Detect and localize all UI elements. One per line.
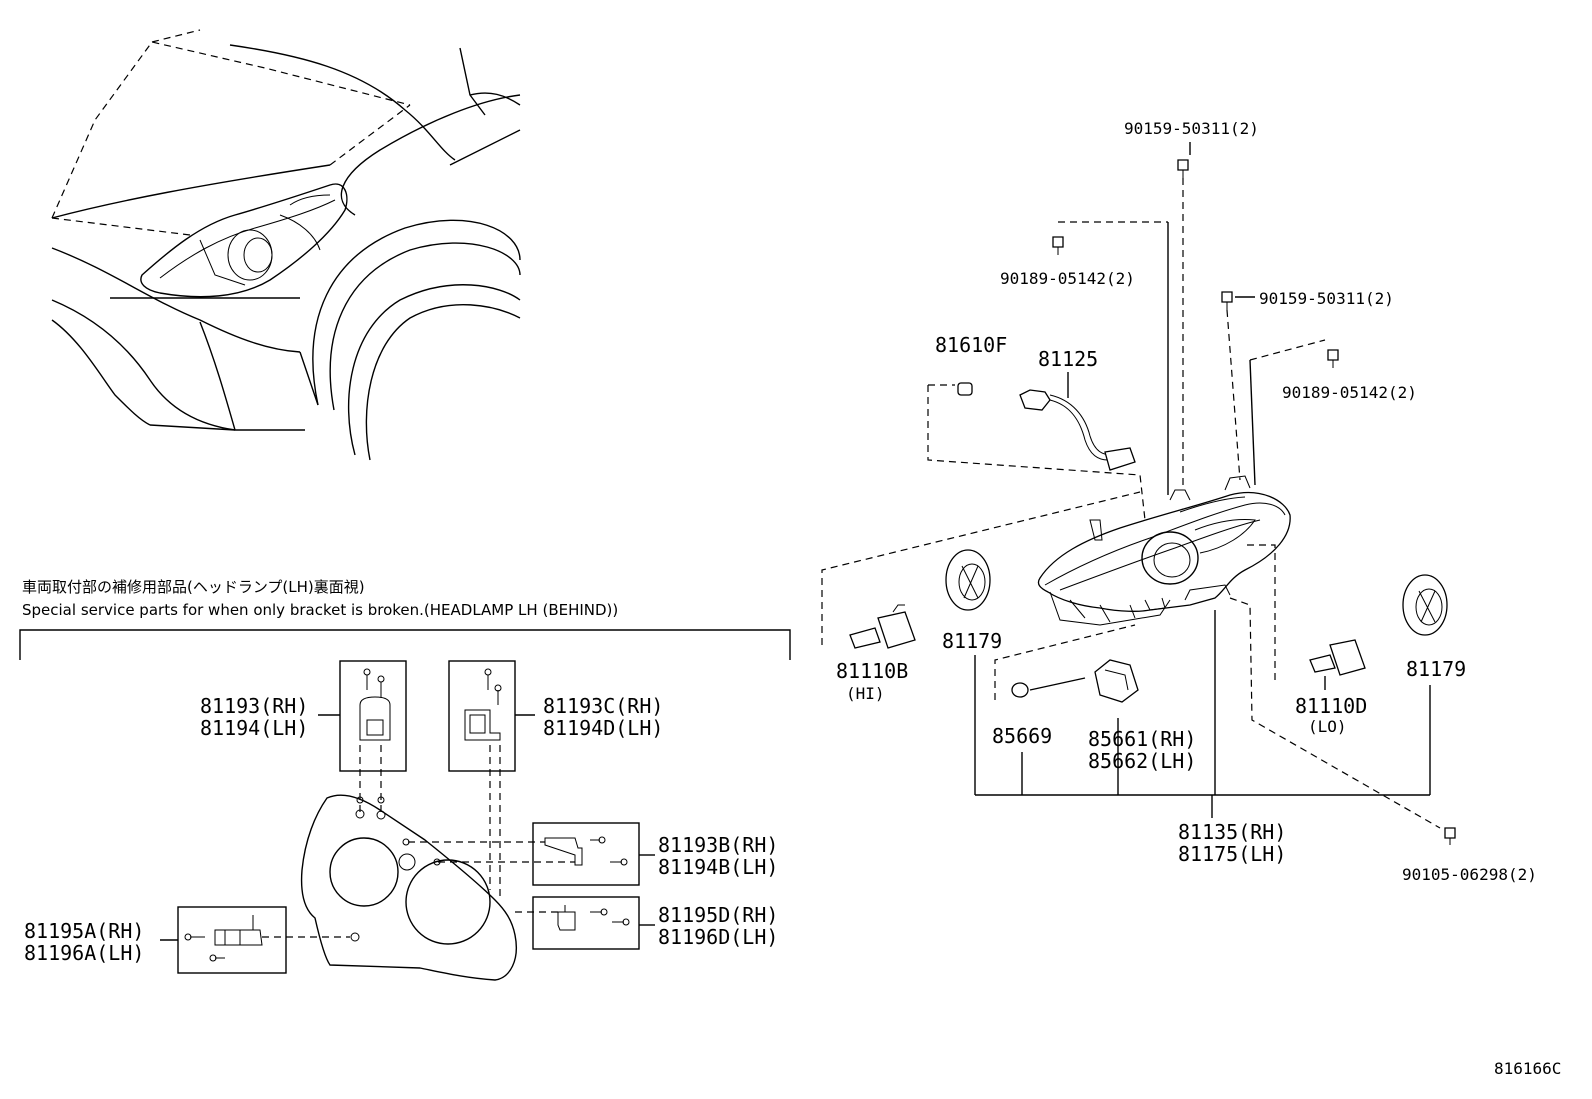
label-90159-50311-mid: 90159-50311(2) <box>1259 289 1394 308</box>
note-japanese: 車両取付部の補修用部品(ヘッドランプ(LH)裏面視) <box>22 578 365 596</box>
part-85661 <box>1094 659 1139 795</box>
label-90189-05142-mid: 90189-05142(2) <box>1282 383 1417 402</box>
label-81194: 81194(LH) <box>200 716 309 740</box>
label-81196A: 81196A(LH) <box>24 941 145 965</box>
label-81193C: 81193C(RH) <box>543 694 664 718</box>
label-81135: 81135(RH) <box>1178 820 1287 844</box>
label-81195A: 81195A(RH) <box>24 919 145 943</box>
part-81610F <box>927 382 1146 521</box>
label-81193: 81193(RH) <box>200 694 309 718</box>
bolt-90189-top <box>1052 236 1064 255</box>
label-81194B: 81194B(LH) <box>658 855 779 879</box>
bracket-81193 <box>318 660 407 820</box>
label-81110D: 81110D <box>1295 694 1368 718</box>
label-81196D: 81196D(LH) <box>658 925 779 949</box>
label-81610F: 81610F <box>935 333 1008 357</box>
bolt-90105 <box>1444 827 1456 845</box>
part-81179-left <box>945 549 991 795</box>
label-81179-right: 81179 <box>1406 657 1467 681</box>
label-81194D: 81194D(LH) <box>543 716 664 740</box>
note-english: Special service parts for when only brac… <box>22 601 619 619</box>
label-81175: 81175(LH) <box>1178 842 1287 866</box>
label-85661: 85661(RH) <box>1088 727 1197 751</box>
part-81110B <box>821 491 1141 649</box>
label-85669: 85669 <box>992 724 1053 748</box>
car-front-sketch <box>51 29 521 461</box>
label-90105-06298: 90105-06298(2) <box>1402 865 1537 884</box>
bracket-81193B <box>402 822 655 886</box>
label-81125: 81125 <box>1038 347 1099 371</box>
label-81110B: 81110B <box>836 659 909 683</box>
headlamp-back-housing <box>300 794 517 981</box>
label-81193B: 81193B(RH) <box>658 833 779 857</box>
label-81110B-hi: (HI) <box>846 684 885 703</box>
part-81125 <box>1019 372 1136 471</box>
part-81179-right <box>1402 574 1448 795</box>
label-81195D: 81195D(RH) <box>658 903 779 927</box>
bracket-81193C <box>448 660 535 900</box>
bracket-frame <box>19 629 791 660</box>
label-90189-05142-top: 90189-05142(2) <box>1000 269 1135 288</box>
figure-id: 816166C <box>1494 1059 1562 1078</box>
label-81110D-lo: (LO) <box>1308 717 1347 736</box>
bracket-81195D <box>515 896 655 950</box>
headlamp-assembly <box>1037 475 1291 626</box>
bolt-90189-mid <box>1327 349 1339 368</box>
bolt-90159-top <box>1177 159 1189 178</box>
label-85662: 85662(LH) <box>1088 749 1197 773</box>
label-81179-left: 81179 <box>942 629 1003 653</box>
label-90159-50311-top: 90159-50311(2) <box>1124 119 1259 138</box>
part-81110D <box>1245 544 1366 690</box>
bracket-81195A <box>160 906 360 974</box>
bolt-90159-mid <box>1221 291 1233 310</box>
part-85669 <box>994 624 1136 795</box>
